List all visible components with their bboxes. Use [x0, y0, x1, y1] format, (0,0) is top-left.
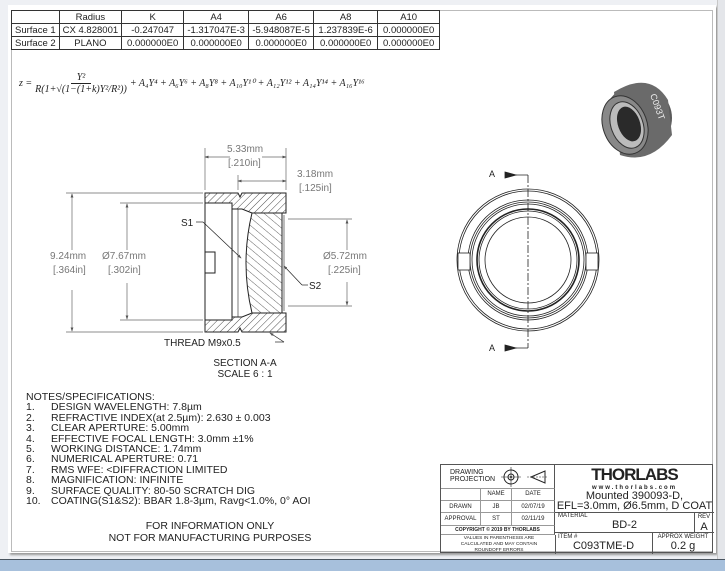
weight-value: 0.2 g: [670, 540, 696, 552]
note-number: 9.: [26, 484, 35, 497]
weight-label: APPROX WEIGHT: [657, 534, 709, 540]
note-number: 10.: [26, 495, 41, 508]
disclaimer: FOR INFORMATION ONLY NOT FOR MANUFACTURI…: [60, 520, 360, 544]
notes-heading: NOTES/SPECIFICATIONS:: [26, 391, 155, 403]
equation-lhs: z =: [19, 78, 33, 89]
isometric-render: C093T: [601, 82, 672, 158]
description-line-2: EFL=3.0mm, Ø6.5mm, D COAT: [556, 500, 713, 512]
note-item: 7. RMS WFE: <DIFFRACTION LIMITED: [26, 463, 311, 476]
item-number: C093TME-D: [572, 540, 635, 552]
section-title: SECTION A-A: [213, 358, 277, 369]
date-header: DATE: [512, 489, 555, 501]
note-item: 3. CLEAR APERTURE: 5.00mm: [26, 422, 311, 435]
note-item: 1. DESIGN WAVELENGTH: 7.8µm: [26, 401, 311, 414]
equation-numerator: Y²: [70, 72, 92, 84]
title-block: DRAWING PROJECTION NAME DATE DRAWN JB 02…: [440, 464, 714, 554]
equation-terms: + A₄Y⁴ + A₆Y⁶ + A₈Y⁸ + A₁₀Y¹⁰ + A₁₂Y¹² +…: [129, 78, 365, 89]
notes-specifications: NOTES/SPECIFICATIONS: 1. DESIGN WAVELENGT…: [26, 391, 311, 508]
drawn-date: 02/07/19: [512, 501, 555, 513]
note-item: 10. COATING(S1&S2): BBAR 1.8-3µm, Ravg<1.…: [26, 495, 311, 508]
drawing-sheet: [8, 5, 716, 553]
equation-fraction: Y² R(1+√(1−(1+k)Y²/R²)): [35, 72, 127, 95]
note-text: WORKING DISTANCE: 1.74mm: [51, 443, 202, 456]
note-text: SURFACE QUALITY: 80-50 SCRATCH DIG: [51, 484, 256, 497]
aspheric-coefficient-table: Radius K A4 A6 A8 A10 Surface 1 CX 4.828…: [11, 10, 441, 50]
third-angle-projection-icon: [501, 467, 547, 487]
note-number: 2.: [26, 411, 35, 424]
approval-date: 02/11/19: [512, 513, 555, 526]
surface-1-label: S1: [181, 218, 194, 229]
thread-callout: THREAD M9x0.5: [164, 338, 241, 349]
dim-lens-mm: 3.18mm: [297, 169, 333, 180]
note-text: REFRACTIVE INDEX(at 2.5µm): 2.630 ± 0.00…: [51, 411, 271, 424]
table-row: Surface 2 PLANO 0.000000E0 0.000000E0 0.…: [11, 36, 441, 50]
section-marker-bottom: A: [489, 343, 495, 353]
note-item: 6. NUMERICAL APERTURE: 0.71: [26, 453, 311, 466]
note-number: 6.: [26, 453, 35, 466]
section-a-a-view: [204, 192, 287, 333]
note-text: NUMERICAL APERTURE: 0.71: [51, 453, 199, 466]
disclaimer-line-1: FOR INFORMATION ONLY: [145, 520, 275, 532]
dim-bore-mm: Ø7.67mm: [102, 251, 146, 262]
values-note: VALUES IN PARENTHESIS ARE CALCULATED AND…: [460, 536, 538, 553]
note-number: 7.: [26, 463, 35, 476]
dimension-lines: [66, 148, 352, 343]
note-item: 9. SURFACE QUALITY: 80-50 SCRATCH DIG: [26, 484, 311, 497]
material-value: BD-2: [611, 519, 638, 531]
dim-length-mm: 5.33mm: [227, 144, 263, 155]
section-scale: SCALE 6 : 1: [217, 369, 272, 380]
rev-value: A: [700, 521, 708, 533]
note-text: DESIGN WAVELENGTH: 7.8µm: [51, 401, 202, 414]
note-item: 8. MAGNIFICATION: INFINITE: [26, 474, 311, 487]
item-label: ITEM #: [558, 534, 578, 540]
note-text: COATING(S1&S2): BBAR 1.8-3µm, Ravg<1.0%,…: [51, 495, 311, 508]
table-cell: 0.000000E0: [377, 36, 441, 50]
dim-lens-in: [.125in]: [299, 183, 332, 194]
projection-label: DRAWING PROJECTION: [450, 469, 496, 483]
note-number: 4.: [26, 432, 35, 445]
dim-aperture-mm: Ø5.72mm: [323, 251, 367, 262]
asphere-sag-equation: z = Y² R(1+√(1−(1+k)Y²/R²)) + A₄Y⁴ + A₆Y…: [19, 72, 365, 95]
note-text: RMS WFE: <DIFFRACTION LIMITED: [51, 463, 228, 476]
name-header: NAME: [480, 489, 512, 501]
note-text: EFFECTIVE FOCAL LENGTH: 3.0mm ±1%: [51, 432, 254, 445]
approval-name: ST: [480, 513, 512, 526]
table-cell: 0.000000E0: [313, 36, 379, 50]
description-line-1: Mounted 390093-D,: [585, 490, 684, 502]
note-number: 1.: [26, 401, 35, 414]
note-item: 4. EFFECTIVE FOCAL LENGTH: 3.0mm ±1%: [26, 432, 311, 445]
note-number: 5.: [26, 443, 35, 456]
copyright: COPYRIGHT © 2019 BY THORLABS: [441, 526, 555, 535]
disclaimer-line-2: NOT FOR MANUFACTURING PURPOSES: [108, 532, 312, 544]
drawn-label: DRAWN: [441, 501, 480, 513]
note-text: CLEAR APERTURE: 5.00mm: [51, 422, 190, 435]
front-view: [456, 171, 600, 352]
note-number: 3.: [26, 422, 35, 435]
thorlabs-logo: THORLABS: [591, 465, 678, 484]
dim-length-in: [.210in]: [228, 158, 261, 169]
drawn-name: JB: [480, 501, 512, 513]
dim-od-mm: 9.24mm: [50, 251, 86, 262]
note-item: 2. REFRACTIVE INDEX(at 2.5µm): 2.630 ± 0.…: [26, 411, 311, 424]
approval-label: APPROVAL: [441, 513, 480, 526]
table-cell: PLANO: [58, 36, 123, 50]
note-number: 8.: [26, 474, 35, 487]
dim-aperture-in: [.225in]: [328, 265, 361, 276]
note-text: MAGNIFICATION: INFINITE: [51, 474, 184, 487]
equation-denominator: R(1+√(1−(1+k)Y²/R²)): [35, 84, 127, 95]
table-cell: CX 4.828001: [58, 23, 123, 37]
section-marker-top: A: [489, 169, 495, 179]
dimension-texts: 5.33mm [.210in] 3.18mm [.125in] 9.24mm […: [50, 144, 367, 276]
note-item: 5. WORKING DISTANCE: 1.74mm: [26, 443, 311, 456]
dim-bore-in: [.302in]: [108, 265, 141, 276]
status-bar: [0, 559, 725, 571]
rev-label: REV: [697, 514, 711, 520]
dim-od-in: [.364in]: [53, 265, 86, 276]
surface-2-label: S2: [309, 281, 322, 292]
website: www.thorlabs.com: [591, 485, 678, 491]
vertical-scrollbar[interactable]: [717, 0, 725, 559]
material-label: MATERIAL: [558, 513, 588, 519]
